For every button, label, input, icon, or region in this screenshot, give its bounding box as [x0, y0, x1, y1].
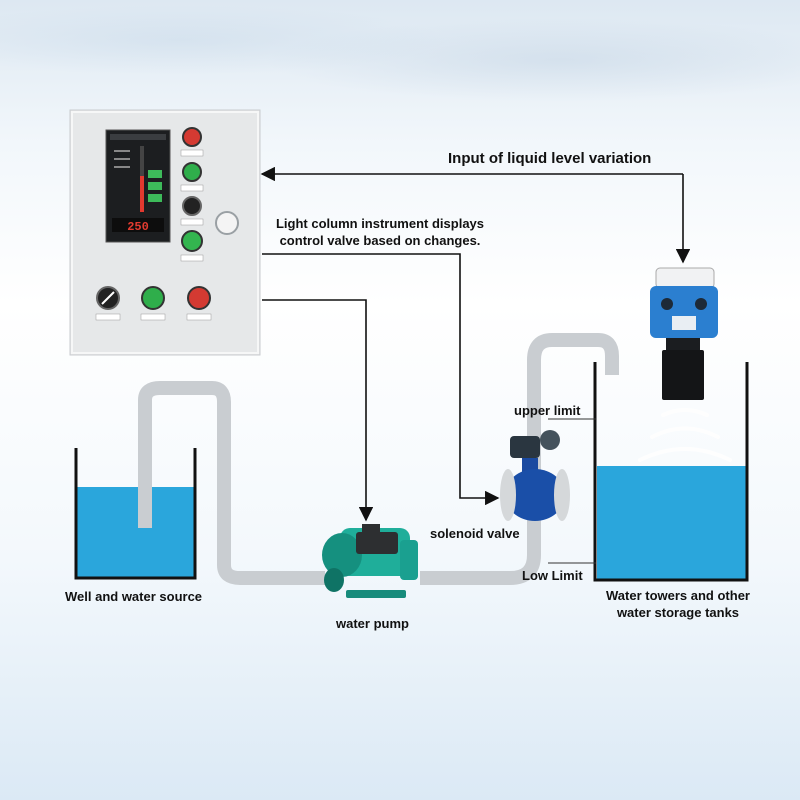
- well-tank: [74, 400, 197, 580]
- indicator-light-green: [182, 162, 202, 182]
- control-panel: [69, 109, 261, 356]
- stop-button: [187, 286, 211, 310]
- ultrasonic-waves: [638, 408, 732, 462]
- water-background: [0, 0, 800, 130]
- instrument-display-value: 250: [127, 220, 149, 234]
- input-variation-label: Input of liquid level variation: [448, 150, 652, 167]
- low-limit-label: Low Limit: [522, 568, 583, 583]
- signal-lines: [260, 166, 691, 522]
- water-pump-label: water pump: [336, 616, 409, 631]
- ultrasonic-level-sensor: [650, 267, 718, 400]
- arrow-to-valve: [262, 253, 500, 506]
- mute-switch: [182, 196, 202, 216]
- water-pipe: [138, 333, 619, 585]
- instrument-description-line1: Light column instrument displays: [275, 216, 485, 231]
- storage-tank-label-line1: Water towers and other: [606, 588, 750, 603]
- storage-tank-label-line2: water storage tanks: [616, 605, 740, 620]
- solenoid-valve-label: solenoid valve: [430, 526, 520, 541]
- water-pump: [322, 524, 418, 598]
- start-button: [141, 286, 165, 310]
- solenoid-valve: [500, 430, 570, 521]
- well-source-label: Well and water source: [65, 589, 203, 604]
- storage-tank: [593, 362, 749, 582]
- run-light-green: [181, 230, 203, 252]
- instrument-description-line2: control valve based on changes.: [279, 233, 481, 248]
- alarm-light-red: [182, 127, 202, 147]
- panel-lock: [215, 211, 239, 235]
- arrow-to-pump: [262, 299, 374, 522]
- upper-limit-label: upper limit: [514, 403, 581, 418]
